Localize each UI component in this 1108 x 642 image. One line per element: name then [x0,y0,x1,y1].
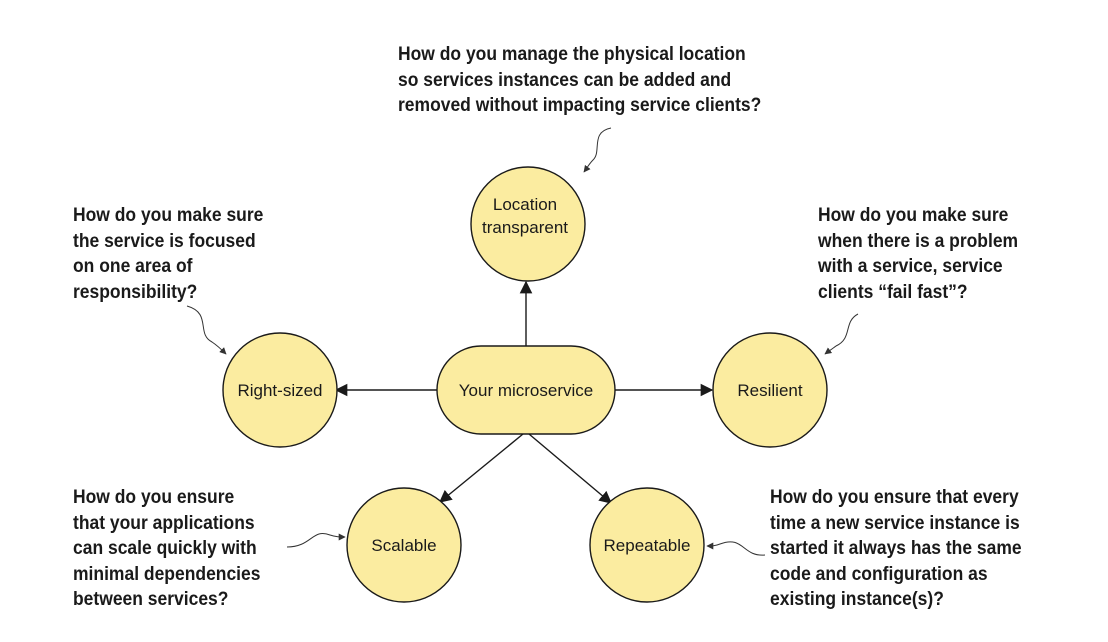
node-scalable: Scalable [346,487,462,603]
question-repeatable: How do you ensure that every time a new … [770,487,1022,610]
node-resilient: Resilient [712,332,828,448]
node-repeatable: Repeatable [589,487,705,603]
pointer-repeatable [706,541,766,556]
question-right-sized: How do you make sure the service is focu… [73,205,264,303]
node-location-transparent: Location transparent [470,166,586,282]
node-right-sized: Right-sized [222,332,338,448]
question-scalable: How do you ensure that your applications… [73,487,261,610]
question-location: How do you manage the physical location … [398,44,762,116]
edge-to-repeatable [528,433,612,504]
node-center-microservice: Your microservice [436,345,616,435]
node-right-sized-label: Right-sized [237,381,322,400]
node-repeatable-label: Repeatable [604,536,691,555]
pointer-right-sized [186,305,227,355]
pointer-resilient [824,313,859,355]
question-resilient: How do you make sure when there is a pro… [818,205,1019,303]
center-label: Your microservice [459,381,593,400]
node-location-transparent-line2: transparent [482,218,568,237]
edge-to-scalable [439,433,524,503]
node-location-transparent-line1: Location [493,195,557,214]
pointer-location [583,127,612,173]
pointer-scalable [286,533,346,548]
node-scalable-label: Scalable [371,536,436,555]
node-resilient-label: Resilient [737,381,802,400]
